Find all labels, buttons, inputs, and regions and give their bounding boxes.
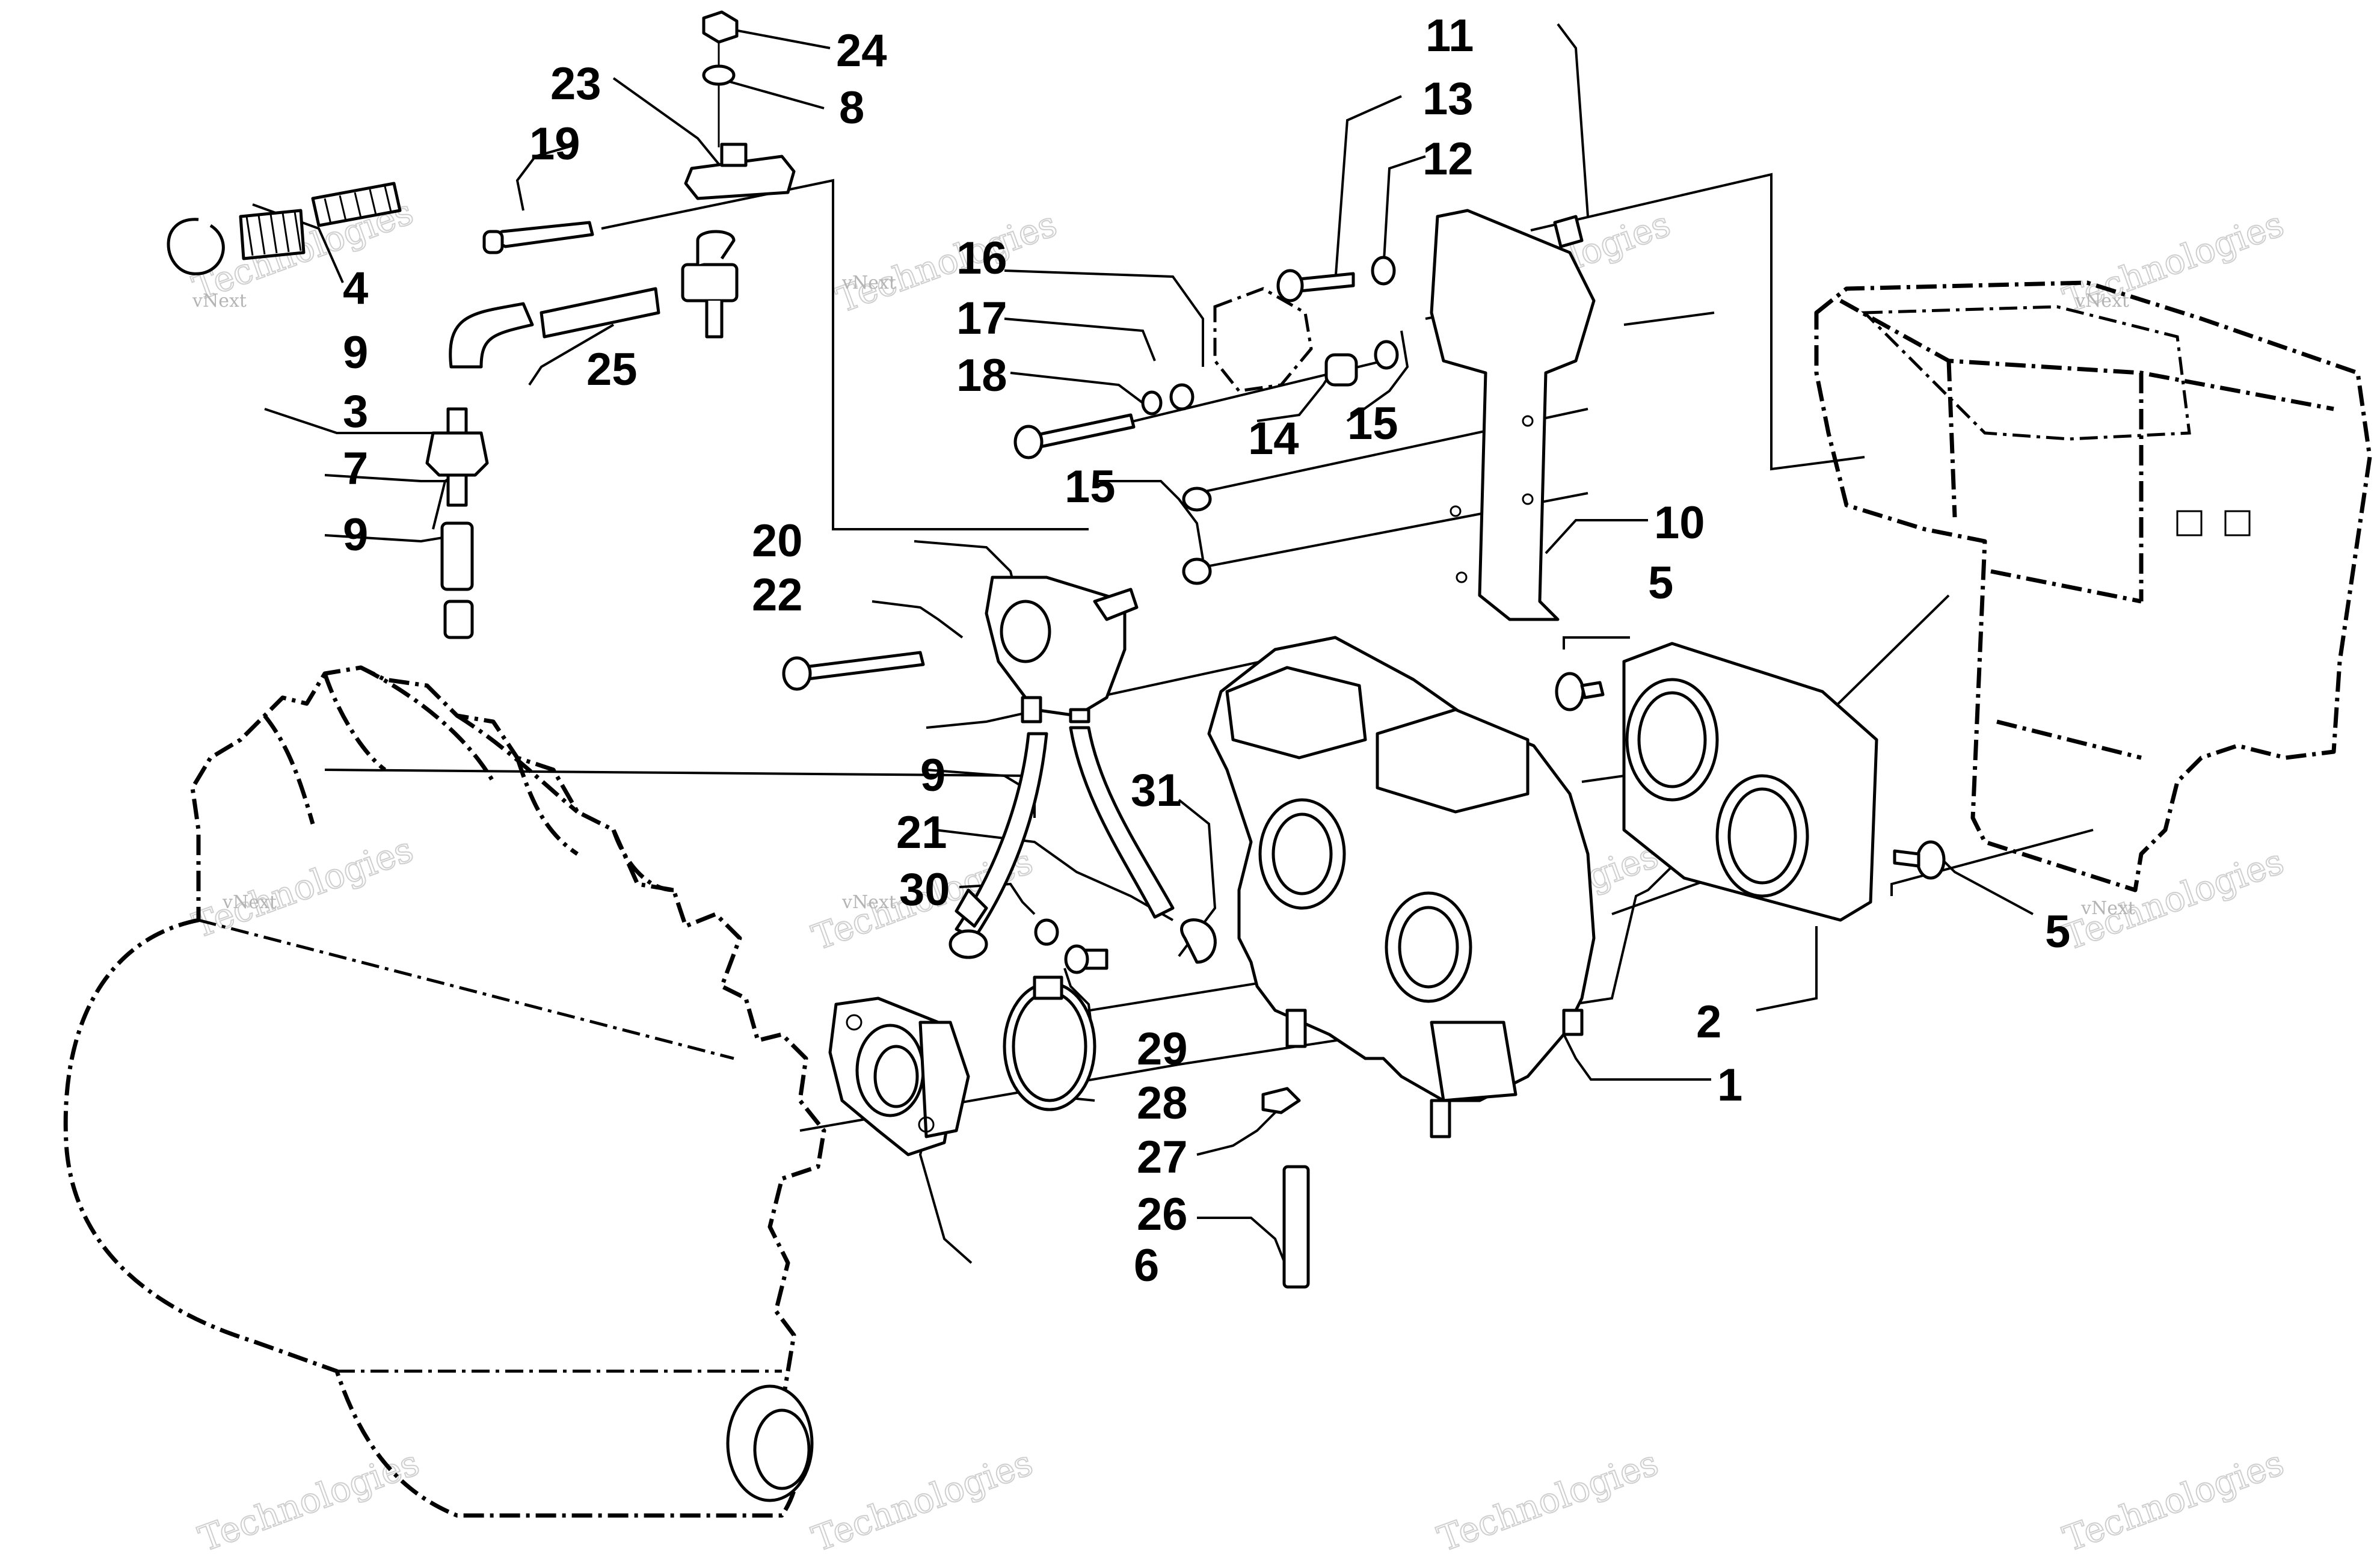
drain-tube-icon bbox=[1282, 1165, 1310, 1289]
push-rivet-icon bbox=[1893, 840, 1946, 880]
callout-26: 26 bbox=[1137, 1189, 1188, 1240]
callout-8: 8 bbox=[839, 82, 864, 134]
screw-icon bbox=[782, 651, 925, 691]
callout-16: 16 bbox=[956, 233, 1007, 284]
hose-piece-icon bbox=[443, 600, 474, 639]
airbox-vent-icon bbox=[2176, 510, 2203, 536]
hose-end-icon bbox=[949, 929, 988, 959]
washer-icon bbox=[1141, 390, 1163, 416]
grommet-icon bbox=[1182, 487, 1212, 512]
hose-clamp-icon bbox=[1180, 918, 1217, 964]
callout-29: 29 bbox=[1137, 1024, 1188, 1075]
screw-icon bbox=[1064, 944, 1109, 974]
callout-19: 19 bbox=[529, 118, 580, 170]
hose-end-icon bbox=[955, 888, 988, 928]
bracket-stud-icon bbox=[720, 143, 748, 167]
callout-20: 20 bbox=[752, 515, 803, 567]
fuel-line-icon bbox=[540, 287, 660, 339]
watermark-brand-large: Technologies bbox=[1433, 1442, 1664, 1559]
washer-icon bbox=[1034, 918, 1059, 946]
watermark-brand-line1: vNext bbox=[841, 892, 896, 913]
callout-27: 27 bbox=[1137, 1132, 1188, 1183]
callout-24: 24 bbox=[836, 25, 887, 76]
watermark-brand-line1: vNext bbox=[2074, 290, 2129, 312]
callout-13: 13 bbox=[1422, 73, 1474, 124]
callout-15b: 15 bbox=[1065, 461, 1116, 512]
callout-numbers: 1 2 3 4 5 5 6 7 8 9 9 9 10 11 12 13 14 1… bbox=[343, 10, 2070, 1291]
small-clamp-icon bbox=[1261, 1087, 1301, 1114]
airbox-outline bbox=[1814, 280, 2372, 892]
washer-icon bbox=[702, 64, 736, 86]
callout-23: 23 bbox=[550, 58, 601, 109]
hex-nut-icon bbox=[702, 10, 739, 44]
callout-25: 25 bbox=[586, 344, 638, 395]
screw-icon bbox=[1013, 413, 1136, 459]
carburetor-icon bbox=[1207, 636, 1596, 1138]
callout-2: 2 bbox=[1696, 996, 1721, 1048]
fuel-filter-icon bbox=[425, 407, 489, 507]
snap-ring-icon bbox=[167, 218, 225, 275]
callout-12: 12 bbox=[1422, 134, 1474, 185]
callout-9c: 9 bbox=[920, 750, 946, 801]
band-clamp-icon bbox=[1003, 975, 1096, 1111]
callout-10: 10 bbox=[1654, 497, 1705, 548]
screw-icon bbox=[482, 221, 594, 254]
callout-21: 21 bbox=[896, 807, 947, 858]
hose-piece-icon bbox=[440, 521, 474, 591]
watermark-brand-line1: vNext bbox=[222, 892, 277, 913]
watermark-brand-large: Technologies bbox=[194, 1442, 425, 1559]
watermark-brand-line1: vNext bbox=[2080, 898, 2135, 919]
callout-22: 22 bbox=[752, 570, 803, 621]
callout-17: 17 bbox=[956, 293, 1007, 344]
watermark-brand-line1: vNext bbox=[192, 290, 247, 312]
callout-3: 3 bbox=[343, 386, 368, 437]
watermark-brand-large: Technologies bbox=[831, 203, 1062, 321]
callout-4: 4 bbox=[343, 263, 368, 314]
grommet-icon bbox=[1182, 557, 1212, 585]
watermark-brand-large: Technologies bbox=[2058, 1442, 2289, 1559]
spring-icon bbox=[239, 182, 402, 260]
fuel-hose-icon bbox=[449, 302, 534, 369]
watermark-brand-large: Technologies bbox=[188, 829, 419, 946]
mounting-bracket-icon bbox=[684, 155, 796, 200]
washer-icon bbox=[1169, 383, 1195, 411]
watermark-brand-line1: vNext bbox=[841, 272, 896, 293]
callout-31: 31 bbox=[1131, 765, 1182, 816]
watermark-brand-large: Technologies bbox=[807, 1442, 1038, 1559]
lock-washer-icon bbox=[1371, 256, 1396, 286]
callout-9a: 9 bbox=[343, 327, 368, 378]
callout-1: 1 bbox=[1717, 1060, 1742, 1111]
standoff-icon bbox=[1553, 215, 1584, 248]
fuel-shutoff-valve-icon bbox=[681, 230, 739, 339]
callout-15a: 15 bbox=[1347, 398, 1398, 449]
fuel-pump-icon bbox=[985, 576, 1139, 723]
intake-flange-icon bbox=[828, 996, 970, 1156]
push-rivet-icon bbox=[1555, 672, 1605, 711]
grommet-icon bbox=[1374, 340, 1399, 370]
callout-14: 14 bbox=[1248, 413, 1299, 464]
bushing-icon bbox=[1324, 353, 1358, 387]
callout-28: 28 bbox=[1137, 1078, 1188, 1129]
screw-icon bbox=[1276, 269, 1355, 302]
callout-30: 30 bbox=[899, 864, 950, 915]
callout-9b: 9 bbox=[343, 509, 368, 560]
airbox-adapter-icon bbox=[1622, 642, 1878, 922]
parts bbox=[167, 10, 1946, 1289]
callout-5b: 5 bbox=[2045, 906, 2070, 957]
callout-18: 18 bbox=[956, 350, 1007, 401]
callout-11: 11 bbox=[1425, 10, 1474, 61]
mounting-plate-icon bbox=[1430, 209, 1596, 621]
callout-7: 7 bbox=[343, 443, 368, 494]
callout-5a: 5 bbox=[1648, 557, 1673, 609]
callout-6: 6 bbox=[1134, 1240, 1159, 1291]
engine-outline bbox=[63, 665, 826, 1518]
fuel-hose-icon bbox=[1069, 726, 1175, 919]
